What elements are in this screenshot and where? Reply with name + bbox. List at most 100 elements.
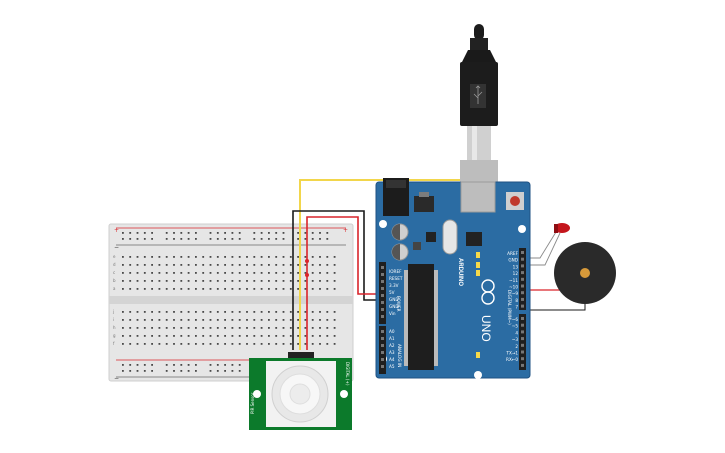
breadboard-hole[interactable] <box>136 288 139 290</box>
breadboard-hole[interactable] <box>231 319 234 321</box>
breadboard-hole[interactable] <box>260 343 263 345</box>
breadboard-hole[interactable] <box>122 264 124 266</box>
breadboard-hole[interactable] <box>129 311 132 313</box>
breadboard-hole[interactable] <box>333 264 336 266</box>
breadboard-hole[interactable] <box>209 343 212 345</box>
breadboard-hole[interactable] <box>129 364 132 366</box>
breadboard-hole[interactable] <box>319 272 321 274</box>
piezo-buzzer-icon[interactable] <box>554 242 616 304</box>
breadboard-hole[interactable] <box>158 327 161 329</box>
digital-pin[interactable] <box>521 343 524 347</box>
breadboard-hole[interactable] <box>143 264 146 266</box>
breadboard-hole[interactable] <box>195 288 197 290</box>
digital-pin[interactable] <box>521 284 524 288</box>
breadboard-hole[interactable] <box>122 370 124 372</box>
breadboard-hole[interactable] <box>165 319 168 321</box>
breadboard-hole[interactable] <box>268 272 270 274</box>
breadboard-hole[interactable] <box>231 272 234 274</box>
breadboard-hole[interactable] <box>326 256 329 258</box>
breadboard-hole[interactable] <box>180 343 183 345</box>
breadboard-hole[interactable] <box>216 319 219 321</box>
breadboard-hole[interactable] <box>216 364 219 366</box>
breadboard-hole[interactable] <box>297 288 299 290</box>
breadboard-hole[interactable] <box>282 288 285 290</box>
breadboard-hole[interactable] <box>136 370 139 372</box>
breadboard-hole[interactable] <box>173 272 175 274</box>
breadboard-hole[interactable] <box>202 343 205 345</box>
breadboard-hole[interactable] <box>151 327 153 329</box>
breadboard-hole[interactable] <box>209 370 212 372</box>
breadboard-hole[interactable] <box>143 232 146 234</box>
breadboard-hole[interactable] <box>231 232 234 234</box>
breadboard-hole[interactable] <box>238 264 241 266</box>
breadboard-hole[interactable] <box>209 319 212 321</box>
breadboard-hole[interactable] <box>297 319 299 321</box>
breadboard-hole[interactable] <box>253 232 256 234</box>
breadboard-hole[interactable] <box>158 256 161 258</box>
breadboard-hole[interactable] <box>282 232 285 234</box>
breadboard-hole[interactable] <box>289 264 292 266</box>
breadboard-hole[interactable] <box>143 311 146 313</box>
breadboard-hole[interactable] <box>311 319 314 321</box>
breadboard-hole[interactable] <box>253 319 256 321</box>
breadboard-hole[interactable] <box>143 343 146 345</box>
breadboard-hole[interactable] <box>246 272 248 274</box>
breadboard-hole[interactable] <box>319 335 321 337</box>
breadboard-hole[interactable] <box>238 238 241 240</box>
breadboard-hole[interactable] <box>187 370 190 372</box>
breadboard-hole[interactable] <box>129 256 132 258</box>
breadboard-hole[interactable] <box>151 335 153 337</box>
breadboard-hole[interactable] <box>143 370 146 372</box>
breadboard-hole[interactable] <box>238 256 241 258</box>
breadboard-hole[interactable] <box>195 370 197 372</box>
breadboard-hole[interactable] <box>187 311 190 313</box>
breadboard-hole[interactable] <box>289 280 292 282</box>
breadboard-hole[interactable] <box>231 256 234 258</box>
breadboard-hole[interactable] <box>289 327 292 329</box>
breadboard-hole[interactable] <box>311 238 314 240</box>
breadboard-hole[interactable] <box>333 280 336 282</box>
breadboard-hole[interactable] <box>136 232 139 234</box>
breadboard-hole[interactable] <box>311 256 314 258</box>
breadboard-hole[interactable] <box>151 272 153 274</box>
breadboard-hole[interactable] <box>195 327 197 329</box>
power-pin[interactable] <box>381 308 384 311</box>
breadboard-hole[interactable] <box>165 370 168 372</box>
breadboard-hole[interactable] <box>143 335 146 337</box>
breadboard-hole[interactable] <box>173 319 175 321</box>
breadboard-hole[interactable] <box>195 280 197 282</box>
breadboard-hole[interactable] <box>187 272 190 274</box>
breadboard-hole[interactable] <box>122 238 124 240</box>
breadboard-hole[interactable] <box>282 319 285 321</box>
breadboard-hole[interactable] <box>253 280 256 282</box>
breadboard-hole[interactable] <box>333 335 336 337</box>
breadboard-hole[interactable] <box>165 335 168 337</box>
breadboard-hole[interactable] <box>268 238 270 240</box>
breadboard-hole[interactable] <box>216 335 219 337</box>
breadboard-hole[interactable] <box>180 327 183 329</box>
breadboard-hole[interactable] <box>297 327 299 329</box>
power-pin[interactable] <box>381 280 384 283</box>
breadboard-hole[interactable] <box>319 319 321 321</box>
breadboard-hole[interactable] <box>180 370 183 372</box>
breadboard-hole[interactable] <box>129 343 132 345</box>
breadboard-hole[interactable] <box>136 319 139 321</box>
breadboard-hole[interactable] <box>122 280 124 282</box>
breadboard-hole[interactable] <box>180 232 183 234</box>
breadboard-hole[interactable] <box>216 327 219 329</box>
breadboard-hole[interactable] <box>224 311 226 313</box>
breadboard-hole[interactable] <box>136 343 139 345</box>
breadboard-hole[interactable] <box>282 343 285 345</box>
breadboard-hole[interactable] <box>209 264 212 266</box>
breadboard-hole[interactable] <box>268 256 270 258</box>
breadboard-hole[interactable] <box>304 232 307 234</box>
breadboard-hole[interactable] <box>238 288 241 290</box>
breadboard-hole[interactable] <box>151 319 153 321</box>
breadboard-hole[interactable] <box>253 311 256 313</box>
breadboard-hole[interactable] <box>187 288 190 290</box>
breadboard-hole[interactable] <box>224 319 226 321</box>
breadboard-hole[interactable] <box>158 272 161 274</box>
breadboard-hole[interactable] <box>129 335 132 337</box>
breadboard-hole[interactable] <box>202 319 205 321</box>
breadboard-hole[interactable] <box>224 327 226 329</box>
